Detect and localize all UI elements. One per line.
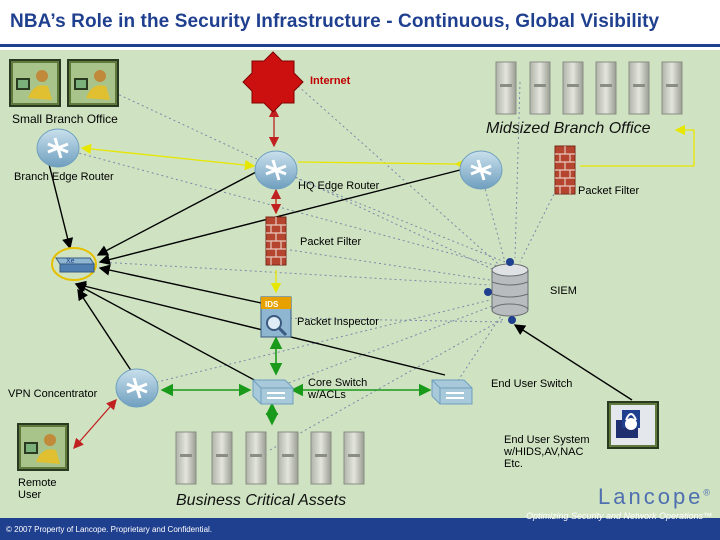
end-user-switch-label: End User Switch [491,378,573,390]
locked-workstation-icon [607,401,659,449]
copyright-text: © 2007 Property of Lancope. Proprietary … [6,525,213,534]
user-workstation-icon [17,423,69,471]
small-branch-office-label: Small Branch Office [12,112,118,126]
server-icon [175,431,197,485]
firewall-icon [554,145,576,195]
server-icon [495,61,517,115]
user-workstation-icon [9,59,61,107]
nba-appliance-icon: Xe [51,247,97,281]
brand-logo: Lancope® [598,484,710,510]
page-title: NBA’s Role in the Security Infrastructur… [10,11,660,32]
core-switch-label: Core Switch w/ACLs [308,377,368,401]
ids-badge: IDS [265,300,279,309]
router-icon [253,149,299,191]
server-icon [211,431,233,485]
internet-star-icon [242,51,304,113]
user-workstation-icon [67,59,119,107]
remote-user-label: Remote User [18,477,57,501]
packet-inspector-label: Packet Inspector [297,316,379,328]
midsized-branch-office-label: Midsized Branch Office [486,120,651,137]
server-icon [595,61,617,115]
title-divider [0,44,720,47]
business-critical-assets-label: Business Critical Assets [176,492,347,509]
firewall-icon [265,216,287,266]
xe-badge: Xe [66,258,75,265]
server-icon [310,431,332,485]
server-icon [661,61,683,115]
brand-registered: ® [703,487,711,498]
server-icon [562,61,584,115]
packet-filter-hq-label: Packet Filter [300,236,362,248]
server-icon [628,61,650,115]
footer-bar [0,518,720,540]
internet-label: Internet [310,75,351,87]
hq-edge-router-label: HQ Edge Router [298,180,380,192]
ids-sensor-icon: IDS [260,296,292,338]
end-user-system-label: End User System w/HIDS,AV,NAC Etc. [504,434,590,470]
siem-database-icon [484,258,529,324]
branch-edge-router-label: Branch Edge Router [14,171,114,183]
siem-label: SIEM [550,285,577,297]
router-icon [35,127,81,169]
server-icon [529,61,551,115]
switch-icon [252,379,294,405]
router-icon [114,367,160,409]
router-icon [458,149,504,191]
server-icon [343,431,365,485]
switch-icon [431,379,473,405]
server-icon [245,431,267,485]
packet-filter-branch-label: Packet Filter [578,185,640,197]
server-icon [277,431,299,485]
brand-name: Lancope [598,484,704,509]
vpn-concentrator-label: VPN Concentrator [8,388,98,400]
brand-tagline: Optimizing Security and Network Operatio… [526,511,713,521]
